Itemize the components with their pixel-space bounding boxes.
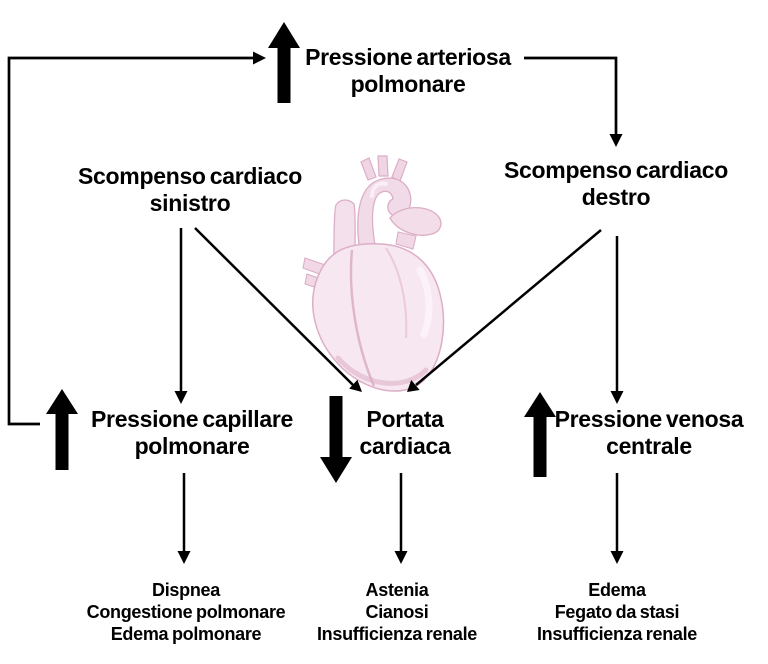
heart-image: [302, 155, 445, 392]
node-sintomi-scompenso-destro: Edema Fegato da stasi Insufficienza rena…: [536, 580, 698, 644]
arrowhead-diagonal-icon: [349, 379, 362, 392]
arrow-capillare-to-sintomi: [177, 473, 191, 564]
heart-highlight-shape: [370, 181, 388, 198]
arrowhead-right-icon: [253, 51, 266, 65]
arrowhead-down-icon: [610, 391, 624, 404]
arrowhead-down-icon: [394, 551, 408, 564]
arrow-sinistro-to-portata: [194, 227, 362, 392]
arrowhead-down-icon: [610, 551, 624, 564]
node-scompenso-cardiaco-destro: Scompenso cardiaco destro: [504, 157, 728, 210]
node-scompenso-cardiaco-sinistro: Scompenso cardiaco sinistro: [78, 163, 302, 216]
arrow-arteriosa-to-destro: [524, 56, 623, 147]
arrowhead-down-icon: [177, 551, 191, 564]
arrowhead-diagonal-icon: [407, 380, 420, 392]
node-sintomi-portata-cardiaca: Astenia Cianosi Insufficienza renale: [316, 580, 478, 644]
arrow-venosa-to-sintomi: [610, 473, 624, 564]
feedback-loop-arrow: [7, 51, 266, 426]
node-pressione-arteriosa-polmonare: Pressione arteriosa polmonare: [305, 44, 511, 97]
heart-vessel-shape: [391, 158, 408, 182]
heart-vessel-shape: [377, 155, 389, 177]
arrow-destro-to-portata: [407, 229, 602, 392]
decrease-arrow-icon: [320, 396, 352, 483]
arrow-destro-to-venosa: [610, 236, 624, 404]
increase-arrow-icon: [46, 389, 78, 470]
heart-body-shape: [312, 242, 445, 392]
arrowhead-down-icon: [174, 391, 188, 404]
node-sintomi-scompenso-sinistro: Dispnea Congestione polmonare Edema polm…: [86, 580, 286, 644]
heart-groove-shape: [349, 249, 376, 387]
increase-arrow-icon: [268, 22, 300, 103]
heart-highlight-shape: [416, 266, 433, 338]
node-pressione-capillare-polmonare: Pressione capillare polmonare: [91, 406, 293, 459]
node-portata-cardiaca: Portata cardiaca: [359, 406, 451, 459]
arrow-portata-to-sintomi: [394, 473, 408, 564]
heart-vessel-shape: [389, 207, 442, 236]
arrowhead-down-icon: [609, 134, 623, 147]
heart-vessel-shape: [360, 157, 377, 181]
arrow-sinistro-to-capillare: [174, 228, 188, 404]
node-pressione-venosa-centrale: Pressione venosa centrale: [554, 406, 744, 459]
increase-arrow-icon: [524, 392, 556, 477]
heart-shading-shape: [335, 355, 429, 386]
heart-vessel-shape: [395, 231, 417, 250]
heart-groove-shape: [385, 247, 408, 339]
